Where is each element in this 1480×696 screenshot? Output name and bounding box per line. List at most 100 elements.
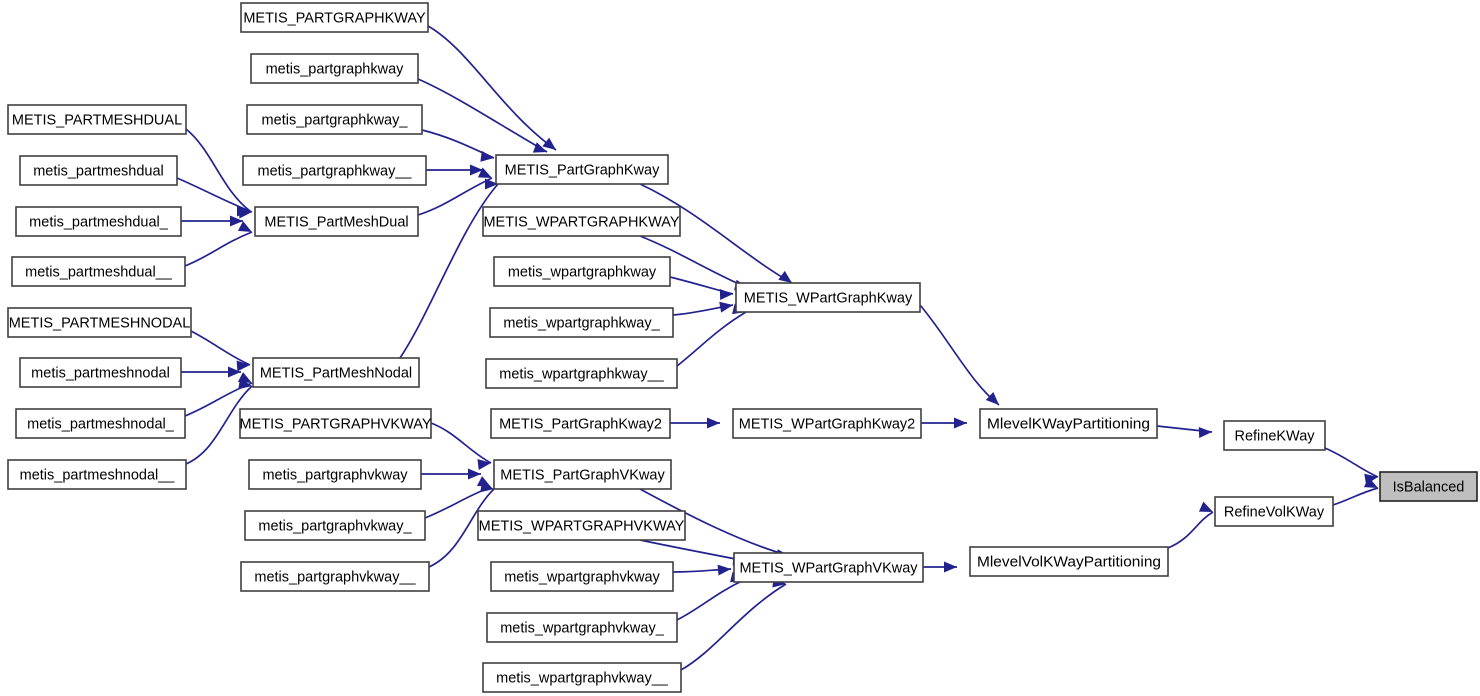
node-box[interactable] <box>733 552 924 583</box>
graph-node-metis-partgraphkway2[interactable]: METIS_PartGraphKway2 <box>490 408 671 439</box>
graph-node-metis-wpartgraphkway2[interactable]: METIS_WPartGraphKway2 <box>732 408 922 439</box>
graph-node-metis-wpartgraphvkway[interactable]: METIS_WPARTGRAPHVKWAY <box>477 510 686 541</box>
graph-node-metis-partmeshnodal[interactable]: METIS_PARTMESHNODAL <box>7 307 192 338</box>
node-box[interactable] <box>489 307 674 338</box>
edge-line <box>1167 511 1214 549</box>
graph-node-metis-wpartgraphkway[interactable]: metis_wpartgraphkway <box>493 256 671 287</box>
call-edge <box>921 417 967 429</box>
node-box[interactable] <box>493 459 672 490</box>
graph-node-metis-partmeshnodal[interactable]: metis_partmeshnodal <box>19 357 182 388</box>
graph-node-metis-partmeshdual[interactable]: METIS_PARTMESHDUAL <box>7 104 187 135</box>
node-box[interactable] <box>244 510 426 541</box>
node-box[interactable] <box>979 408 1158 439</box>
arrow-head-icon <box>237 221 252 232</box>
graph-node-metis-partmeshdual[interactable]: metis_partmeshdual_ <box>15 206 182 237</box>
node-box[interactable] <box>15 408 186 439</box>
graph-node-metis-wpartgraphkway[interactable]: METIS_WPartGraphKway <box>735 282 921 313</box>
node-box[interactable] <box>254 206 419 237</box>
edge-line <box>430 422 492 464</box>
node-box[interactable] <box>732 408 922 439</box>
graph-node-metis-partgraphkway[interactable]: METIS_PartGraphKway <box>495 154 669 185</box>
node-box[interactable] <box>242 155 427 186</box>
arrow-head-icon <box>1198 427 1212 438</box>
node-box[interactable] <box>482 662 682 693</box>
call-edge <box>923 561 957 573</box>
node-box[interactable] <box>486 612 678 643</box>
edge-line <box>399 183 499 359</box>
node-box[interactable] <box>252 357 420 388</box>
call-edge <box>181 366 241 378</box>
node-box[interactable] <box>250 53 419 84</box>
graph-node-mlevelvolkwaypartitioning[interactable]: MlevelVolKWayPartitioning <box>969 546 1169 577</box>
node-box[interactable] <box>735 282 921 313</box>
call-edge <box>185 128 251 217</box>
edge-line <box>417 177 493 216</box>
node-box[interactable] <box>1223 420 1326 451</box>
node-box[interactable] <box>477 510 686 541</box>
node-box[interactable] <box>19 357 182 388</box>
node-box[interactable] <box>19 155 178 186</box>
graph-node-metis-partmeshnodal[interactable]: metis_partmeshnodal__ <box>7 459 187 490</box>
graph-node-metis-wpartgraphkway[interactable]: metis_wpartgraphkway_ <box>489 307 674 338</box>
graph-node-refinevolkway[interactable]: RefineVolKWay <box>1214 496 1334 527</box>
call-edge <box>1156 425 1213 438</box>
node-box[interactable] <box>7 307 192 338</box>
node-box-highlighted[interactable] <box>1379 471 1478 502</box>
call-edge <box>181 215 243 227</box>
node-box[interactable] <box>490 561 674 592</box>
graph-node-metis-wpartgraphvkway[interactable]: metis_wpartgraphvkway <box>490 561 674 592</box>
call-edge <box>919 304 1000 406</box>
arrow-head-icon <box>480 481 494 493</box>
node-box[interactable] <box>490 408 671 439</box>
arrow-head-icon <box>719 289 733 300</box>
edge-line <box>639 183 793 284</box>
graph-node-refinekway[interactable]: RefineKWay <box>1223 420 1326 451</box>
graph-node-metis-partmeshnodal[interactable]: METIS_PartMeshNodal <box>252 357 420 388</box>
graph-node-metis-partgraphkway[interactable]: metis_partgraphkway <box>250 53 419 84</box>
node-box[interactable] <box>485 358 678 389</box>
graph-node-metis-wpartgraphvkway[interactable]: metis_wpartgraphvkway_ <box>486 612 678 643</box>
graph-node-metis-wpartgraphvkway[interactable]: METIS_WPartGraphVKway <box>733 552 924 583</box>
node-box[interactable] <box>493 256 671 287</box>
graph-node-metis-partgraphvkway[interactable]: METIS_PartGraphVKway <box>493 459 672 490</box>
graph-node-metis-partmeshdual[interactable]: METIS_PartMeshDual <box>254 206 419 237</box>
graph-node-metis-partgraphvkway[interactable]: metis_partgraphvkway__ <box>240 561 430 592</box>
node-box[interactable] <box>248 459 422 490</box>
graph-node-metis-partmeshdual[interactable]: metis_partmeshdual <box>19 155 178 186</box>
graph-node-metis-partgraphvkway[interactable]: METIS_PARTGRAPHVKWAY <box>239 408 432 439</box>
node-box[interactable] <box>495 154 669 185</box>
graph-node-metis-partgraphkway[interactable]: METIS_PARTGRAPHKWAY <box>240 2 429 33</box>
node-box[interactable] <box>7 459 187 490</box>
edge-line <box>427 25 557 151</box>
node-box[interactable] <box>246 104 423 135</box>
graph-node-metis-wpartgraphkway[interactable]: METIS_WPARTGRAPHKWAY <box>482 206 681 237</box>
graph-node-metis-wpartgraphvkway[interactable]: metis_wpartgraphvkway__ <box>482 662 682 693</box>
graph-node-isbalanced[interactable]: IsBalanced <box>1379 471 1478 502</box>
graph-node-metis-wpartgraphkway[interactable]: metis_wpartgraphkway__ <box>485 358 678 389</box>
edge-line <box>428 488 495 568</box>
node-box[interactable] <box>240 2 429 33</box>
arrow-head-icon <box>719 301 733 313</box>
call-edge <box>185 378 253 465</box>
edge-line <box>676 579 745 621</box>
edge-line <box>639 488 791 557</box>
node-box[interactable] <box>15 206 182 237</box>
call-edge <box>669 276 734 300</box>
node-box[interactable] <box>482 206 681 237</box>
graph-node-metis-partmeshdual[interactable]: metis_partmeshdual__ <box>11 256 186 287</box>
node-box[interactable] <box>11 256 186 287</box>
graph-node-mlevelkwaypartitioning[interactable]: MlevelKWayPartitioning <box>979 408 1158 439</box>
arrow-head-icon <box>707 417 720 429</box>
node-box[interactable] <box>7 104 187 135</box>
graph-node-metis-partgraphvkway[interactable]: metis_partgraphvkway <box>248 459 422 490</box>
graph-node-metis-partgraphkway[interactable]: metis_partgraphkway_ <box>246 104 423 135</box>
graph-node-metis-partgraphvkway[interactable]: metis_partgraphvkway_ <box>244 510 426 541</box>
node-box[interactable] <box>969 546 1169 577</box>
node-box[interactable] <box>240 561 430 592</box>
graph-node-metis-partgraphkway[interactable]: metis_partgraphkway__ <box>242 155 427 186</box>
node-box[interactable] <box>1214 496 1334 527</box>
node-box[interactable] <box>239 408 432 439</box>
graph-node-metis-partmeshnodal[interactable]: metis_partmeshnodal_ <box>15 408 186 439</box>
call-edge <box>421 468 481 480</box>
